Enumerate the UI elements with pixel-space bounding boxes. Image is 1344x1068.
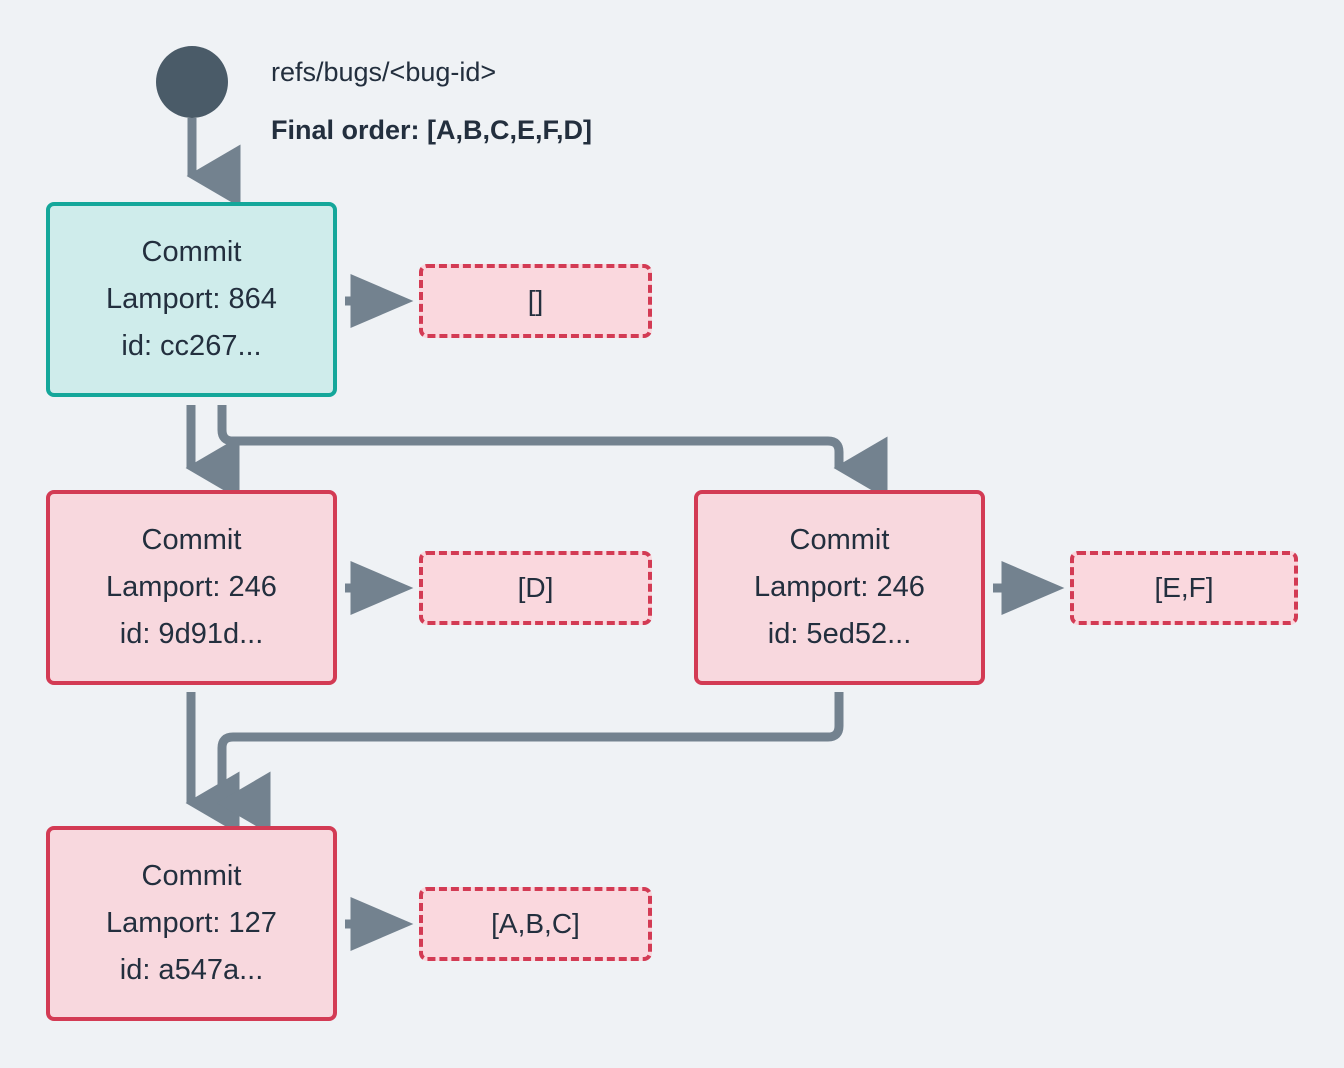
commit-id: id: cc267... [121,329,262,362]
ops-box-base[interactable]: [A,B,C] [419,887,652,961]
ref-path-label: refs/bugs/<bug-id> [271,57,497,87]
commit-node-a547a[interactable]: Commit Lamport: 127 id: a547a... [46,826,337,1021]
commit-lamport: Lamport: 864 [106,283,277,316]
commit-node-9d91d[interactable]: Commit Lamport: 246 id: 9d91d... [46,490,337,685]
ops-box-left-mid[interactable]: [D] [419,551,652,625]
commit-id: id: a547a... [119,953,264,986]
commit-title: Commit [141,524,242,557]
commit-node-5ed52[interactable]: Commit Lamport: 246 id: 5ed52... [694,490,985,685]
commit-id: id: 9d91d... [119,617,264,650]
ops-box-head[interactable]: [] [419,264,652,338]
commit-id: id: 5ed52... [767,617,912,650]
root-ref-dot [156,46,228,118]
commit-title: Commit [141,236,242,269]
ops-box-right-mid[interactable]: [E,F] [1070,551,1298,625]
commit-title: Commit [141,860,242,893]
final-order-label: Final order: [A,B,C,E,F,D] [271,115,593,145]
commit-lamport: Lamport: 127 [106,907,277,940]
commit-lamport: Lamport: 246 [106,571,277,604]
edge-head-to-right-mid [217,405,888,500]
commit-title: Commit [789,524,890,557]
edge-right-mid-to-base [216,692,844,835]
commit-lamport: Lamport: 246 [754,571,925,604]
commit-node-cc267[interactable]: Commit Lamport: 864 id: cc267... [46,202,337,397]
